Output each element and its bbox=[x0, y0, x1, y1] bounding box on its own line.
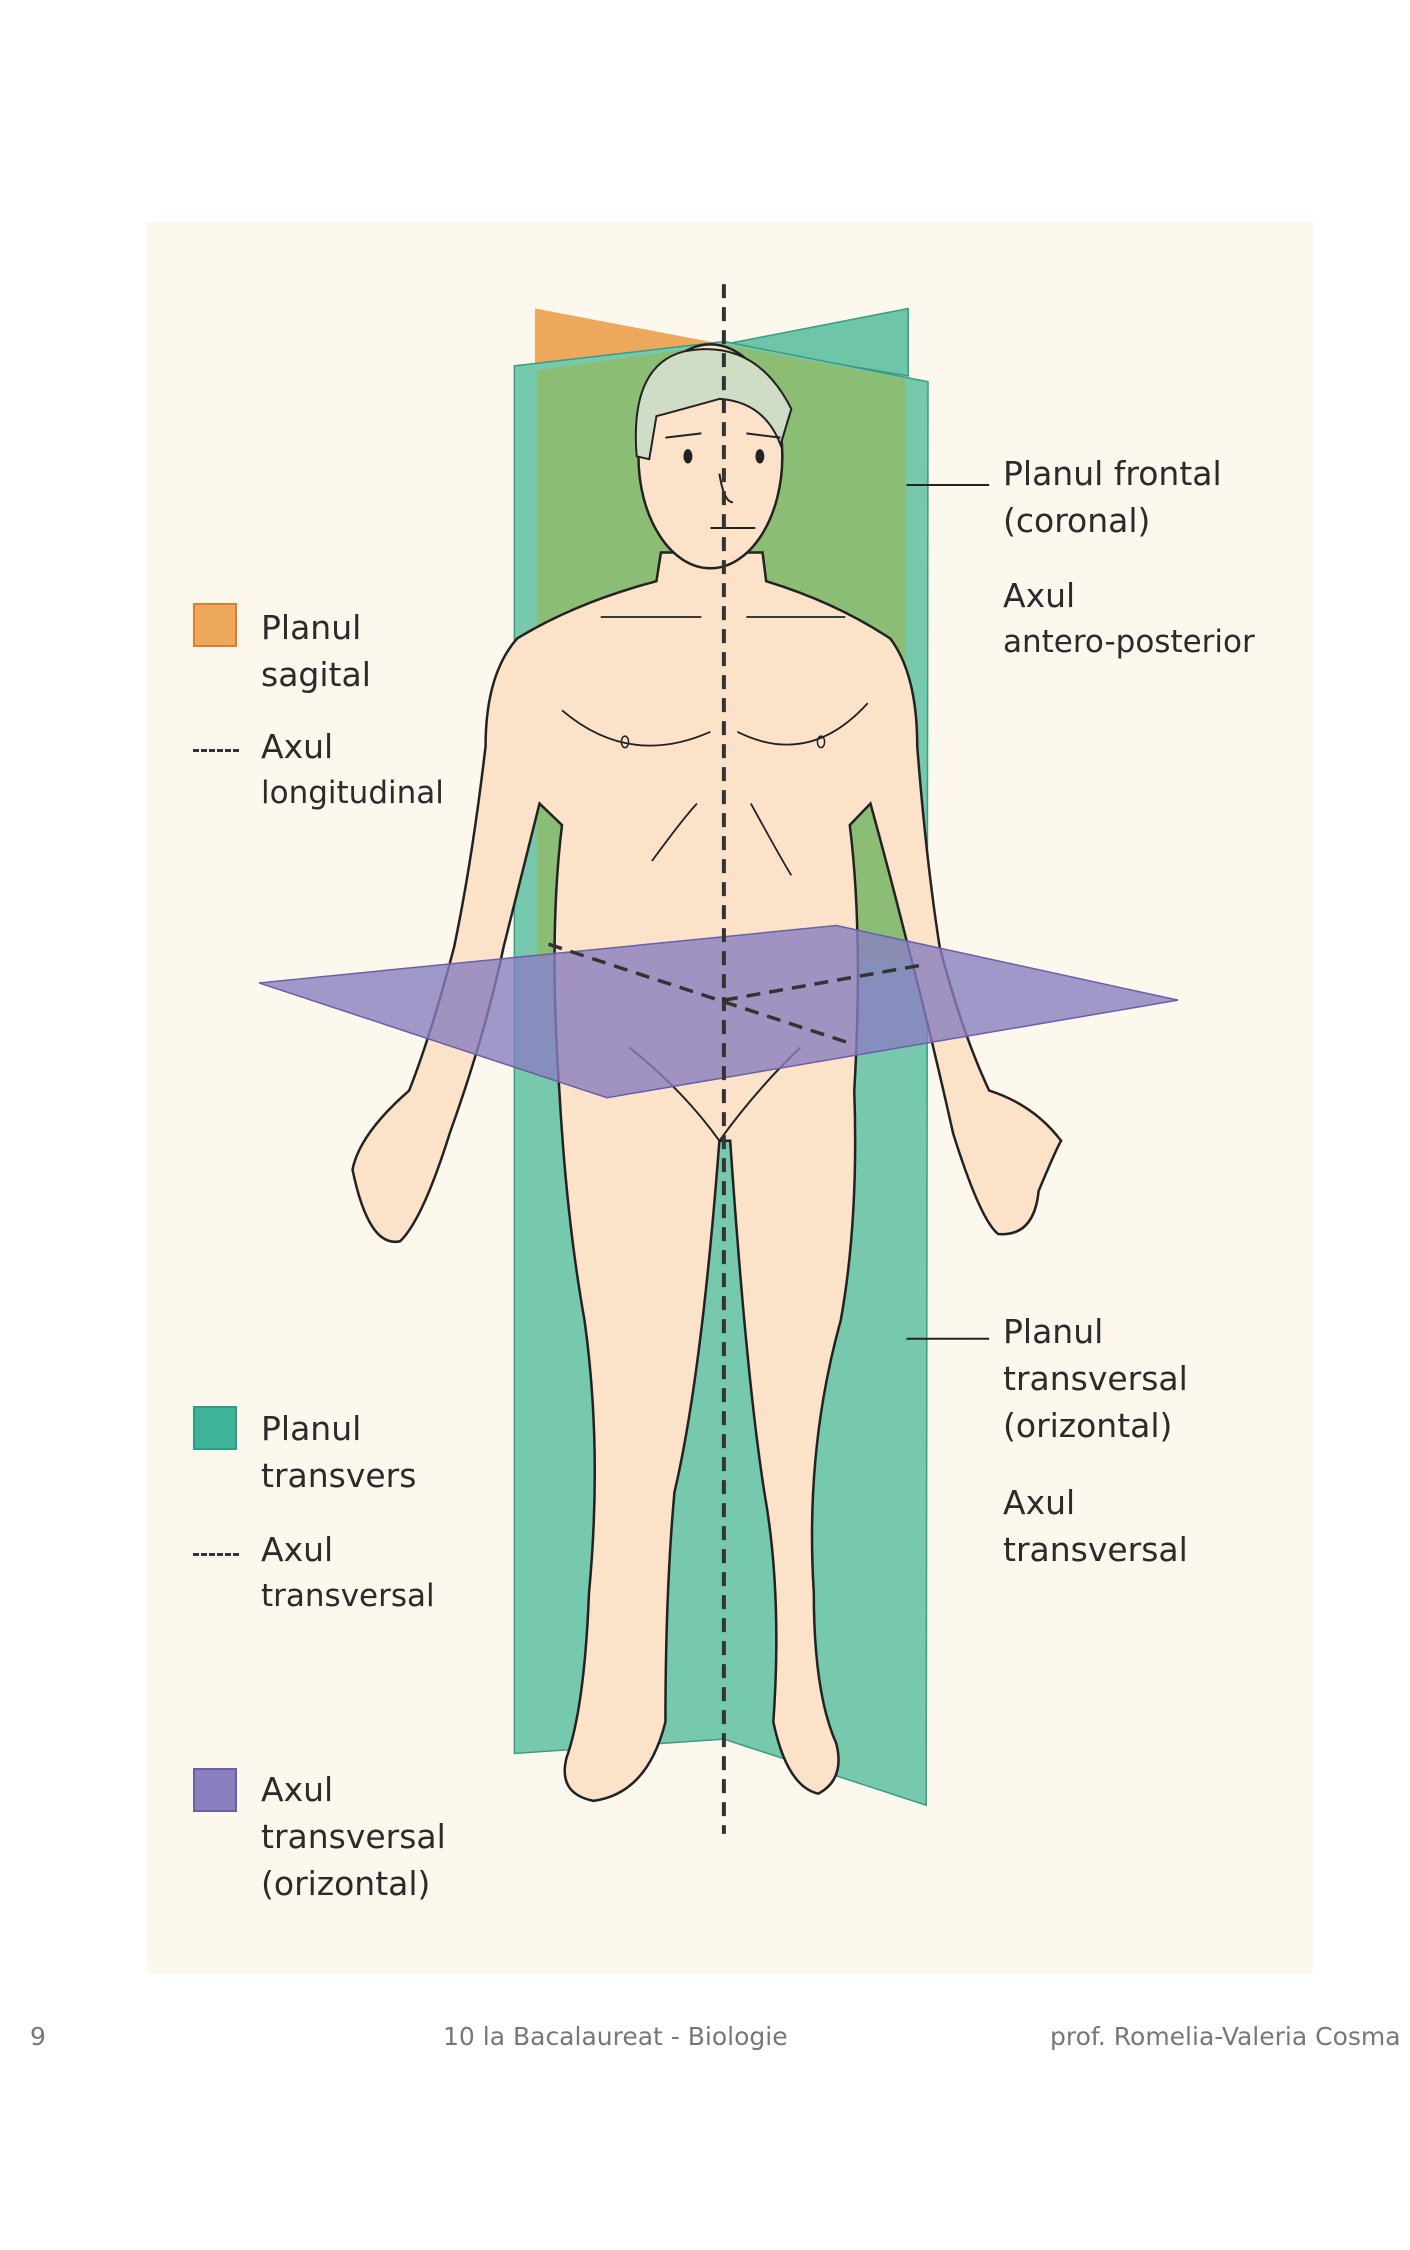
transverse-swatch bbox=[193, 1406, 237, 1450]
label-line: transversal bbox=[1003, 1359, 1188, 1398]
label-line: Axul bbox=[1003, 576, 1076, 615]
legend-line: (orizontal) bbox=[261, 1864, 431, 1903]
label-line: transversal bbox=[1003, 1530, 1188, 1569]
legend-transverse-plane: Planul transvers bbox=[261, 1405, 416, 1499]
label-line: Planul frontal bbox=[1003, 454, 1222, 493]
footer-title: 10 la Bacalaureat - Biologie bbox=[443, 2022, 788, 2051]
chest-lines bbox=[562, 617, 868, 875]
label-frontal-plane: Planul frontal (coronal) bbox=[1003, 450, 1222, 544]
label-line: (coronal) bbox=[1003, 501, 1151, 540]
label-transversal-axis: Axul transversal bbox=[1003, 1479, 1188, 1573]
label-transversal-plane: Planul transversal (orizontal) bbox=[1003, 1308, 1188, 1449]
label-line: Planul bbox=[1003, 1312, 1104, 1351]
legend-line: transversal bbox=[261, 1578, 435, 1614]
dash-swatch-icon bbox=[193, 1553, 239, 1556]
legend-line: transversal bbox=[261, 1817, 446, 1856]
page-number: 9 bbox=[30, 2022, 46, 2051]
footer-author: prof. Romelia-Valeria Cosma bbox=[1050, 2022, 1401, 2051]
legend-line: Axul bbox=[261, 727, 334, 766]
label-line: Axul bbox=[1003, 1483, 1076, 1522]
legend-longitudinal-axis: Axul longitudinal bbox=[261, 723, 444, 817]
label-line: (orizontal) bbox=[1003, 1406, 1173, 1445]
horizontal-swatch bbox=[193, 1768, 237, 1812]
label-antero-posterior-axis: Axul antero-posterior bbox=[1003, 572, 1255, 666]
transverse-plane bbox=[259, 926, 1178, 1098]
sagittal-swatch bbox=[193, 603, 237, 647]
legend-line: sagital bbox=[261, 655, 371, 694]
body-outline bbox=[353, 552, 1062, 1800]
legend-line: Axul bbox=[261, 1530, 334, 1569]
antero-posterior-axis bbox=[549, 944, 855, 1044]
legend-horizontal-axis: Axul transversal (orizontal) bbox=[261, 1766, 446, 1907]
legend-line: transvers bbox=[261, 1456, 417, 1495]
legend-line: Axul bbox=[261, 1770, 334, 1809]
transverse-axis bbox=[724, 964, 926, 1000]
legend-sagittal-plane: Planul sagital bbox=[261, 604, 371, 698]
label-line: antero-posterior bbox=[1003, 624, 1255, 660]
hair bbox=[636, 349, 792, 459]
legend-line: longitudinal bbox=[261, 775, 444, 811]
dash-swatch-icon bbox=[193, 749, 239, 752]
legend-line: Planul bbox=[261, 1409, 362, 1448]
legend-line: Planul bbox=[261, 608, 362, 647]
legend-transversal-axis: Axul transversal bbox=[261, 1526, 435, 1620]
